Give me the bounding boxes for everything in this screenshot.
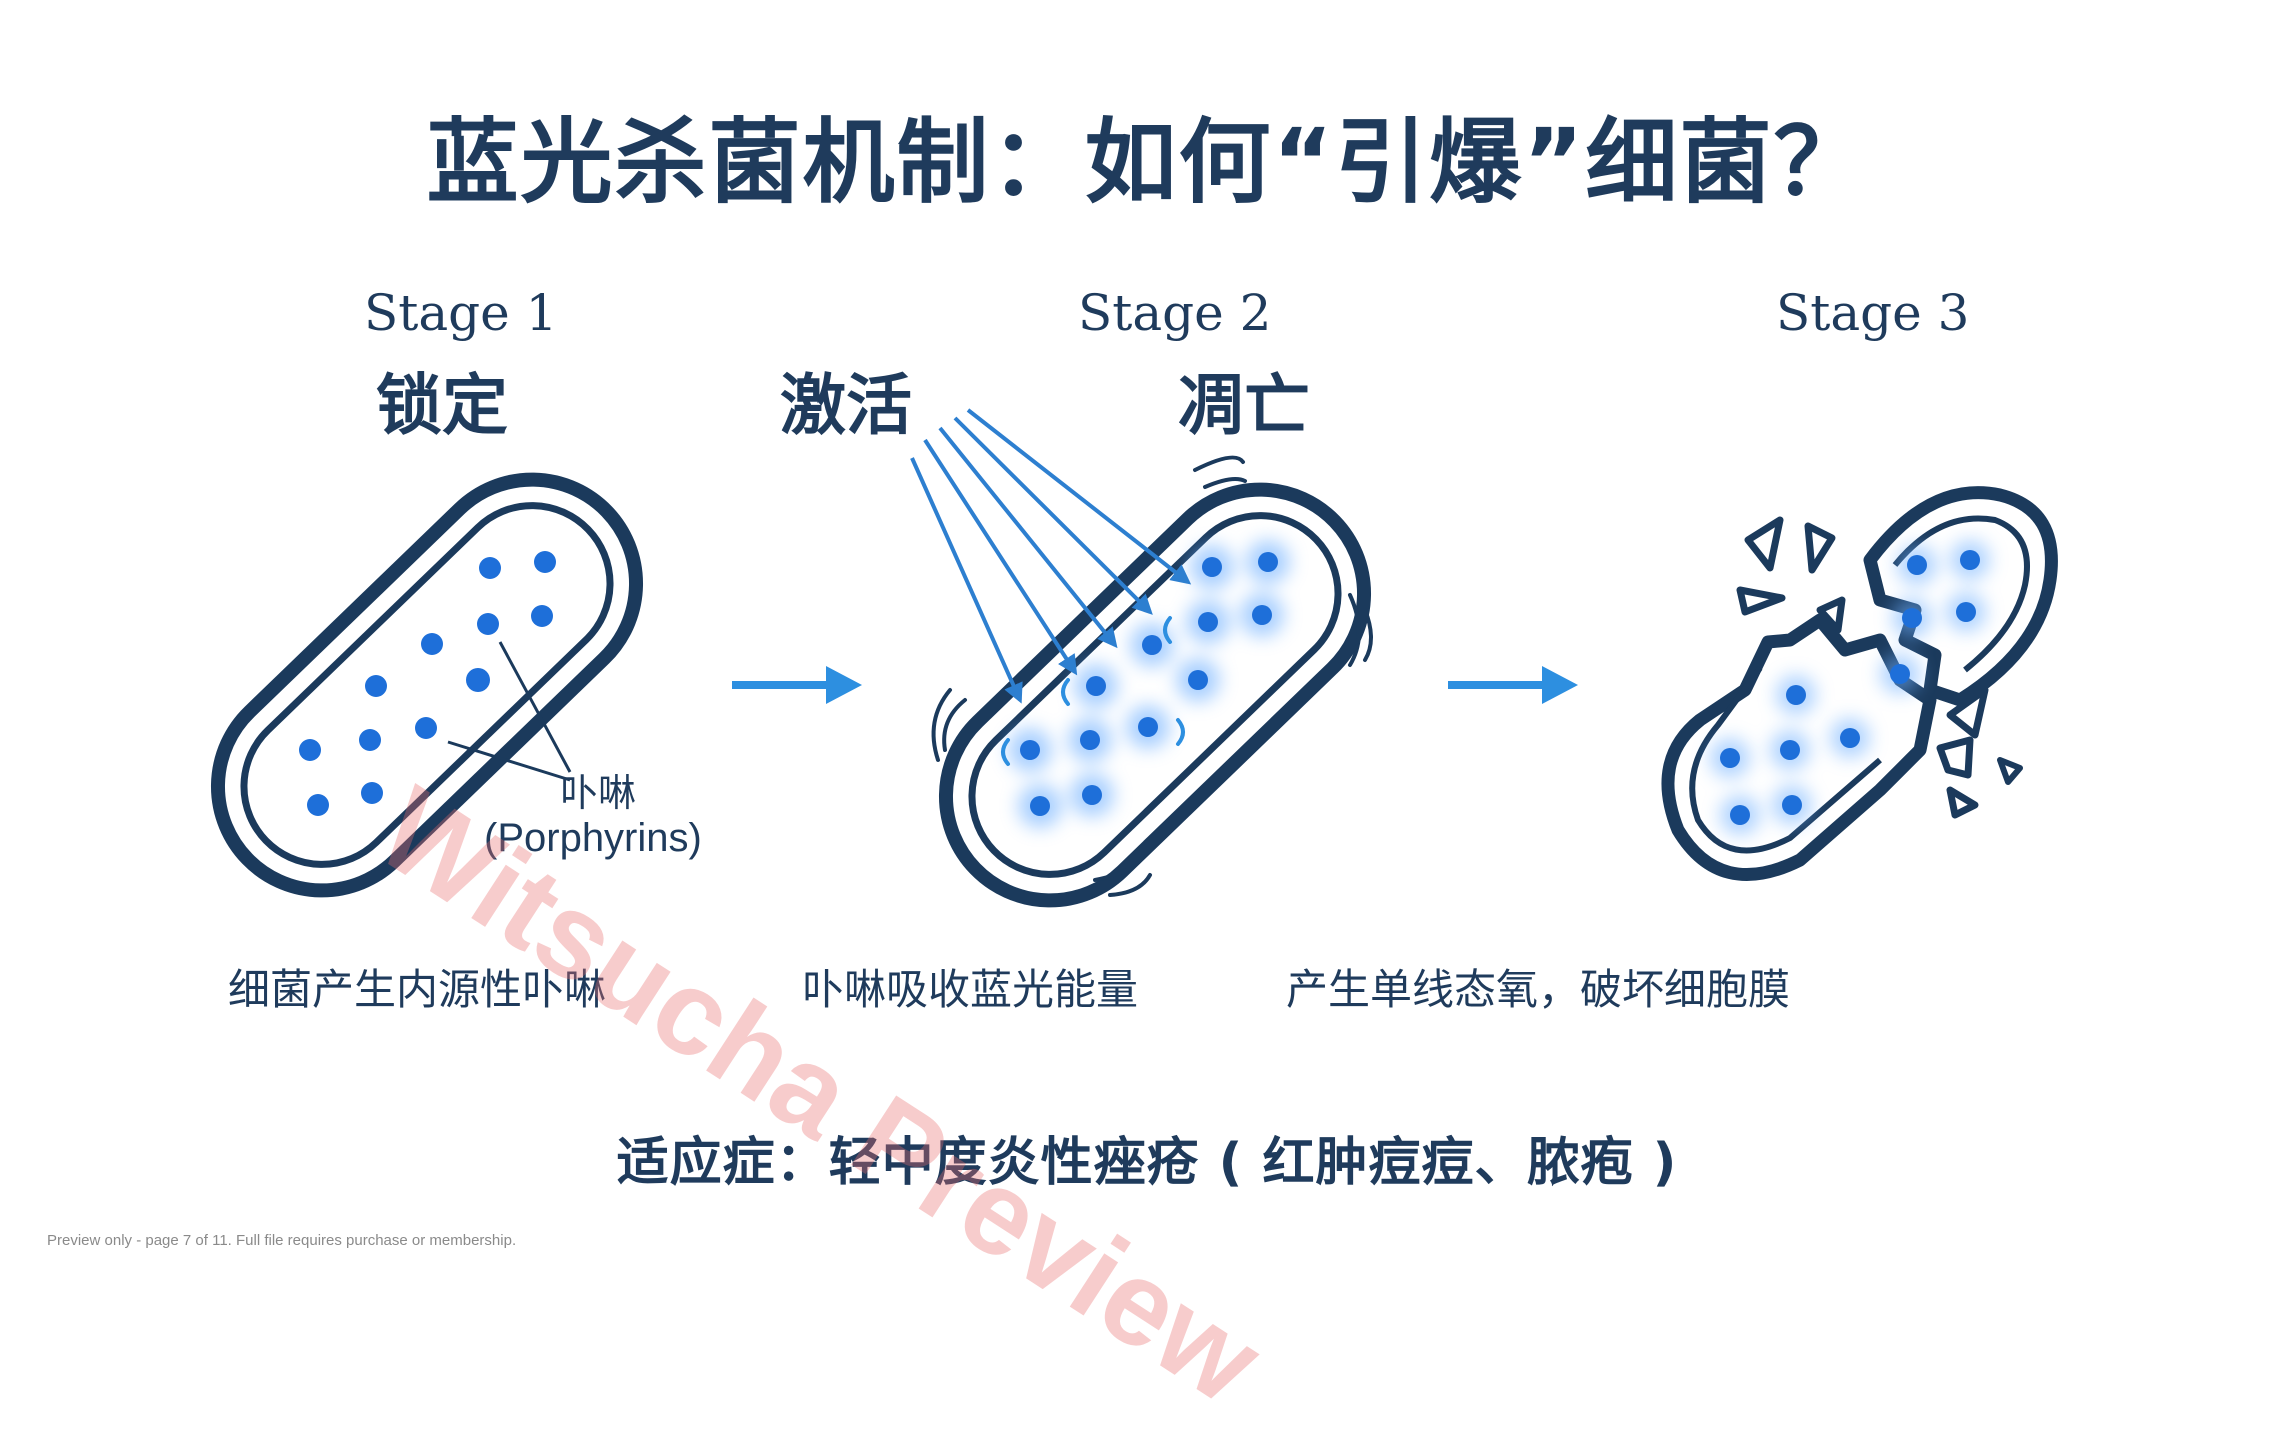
- porphyrin-label-en: (Porphyrins): [484, 816, 702, 860]
- porphyrin-dot-icon: [299, 551, 556, 816]
- porphyrin-label-cn: 卟啉: [560, 771, 637, 815]
- porphyrin-pointer: [447, 641, 572, 782]
- stage-1-label: Stage 1: [364, 284, 558, 342]
- mechanism-diagram: [210, 408, 2058, 908]
- stage-1-caption: 细菌产生内源性卟啉: [228, 965, 607, 1014]
- action-lock: 锁定: [376, 367, 508, 444]
- stage-2-caption: 卟啉吸收蓝光能量: [802, 965, 1139, 1014]
- action-apoptosis: 凋亡: [1178, 367, 1310, 444]
- vibration-marks: [931, 455, 1373, 897]
- porphyrin-dot-icon-activated: [1020, 552, 1278, 816]
- bacterium-icon: [210, 472, 644, 898]
- action-activate: 激活: [780, 367, 912, 444]
- stage-3-label: Stage 3: [1776, 284, 1970, 342]
- porphyrin-dot-icon-stage3: [1720, 550, 1980, 825]
- preview-footer: Preview only - page 7 of 11. Full file r…: [47, 1232, 517, 1249]
- arrow-right-icon: [732, 666, 862, 704]
- stage-2-label: Stage 2: [1078, 284, 1272, 342]
- arrow-right-icon-2: [1448, 666, 1578, 704]
- blue-light-ray-icon: [910, 408, 1192, 704]
- indication-text: 适应症：轻中度炎性痤疮 ( 红肿痘痘、脓疱 ): [616, 1133, 1678, 1193]
- stage-3-caption: 产生单线态氧，破坏细胞膜: [1286, 965, 1791, 1014]
- page-title: 蓝光杀菌机制：如何“引爆”细菌？: [426, 109, 1868, 216]
